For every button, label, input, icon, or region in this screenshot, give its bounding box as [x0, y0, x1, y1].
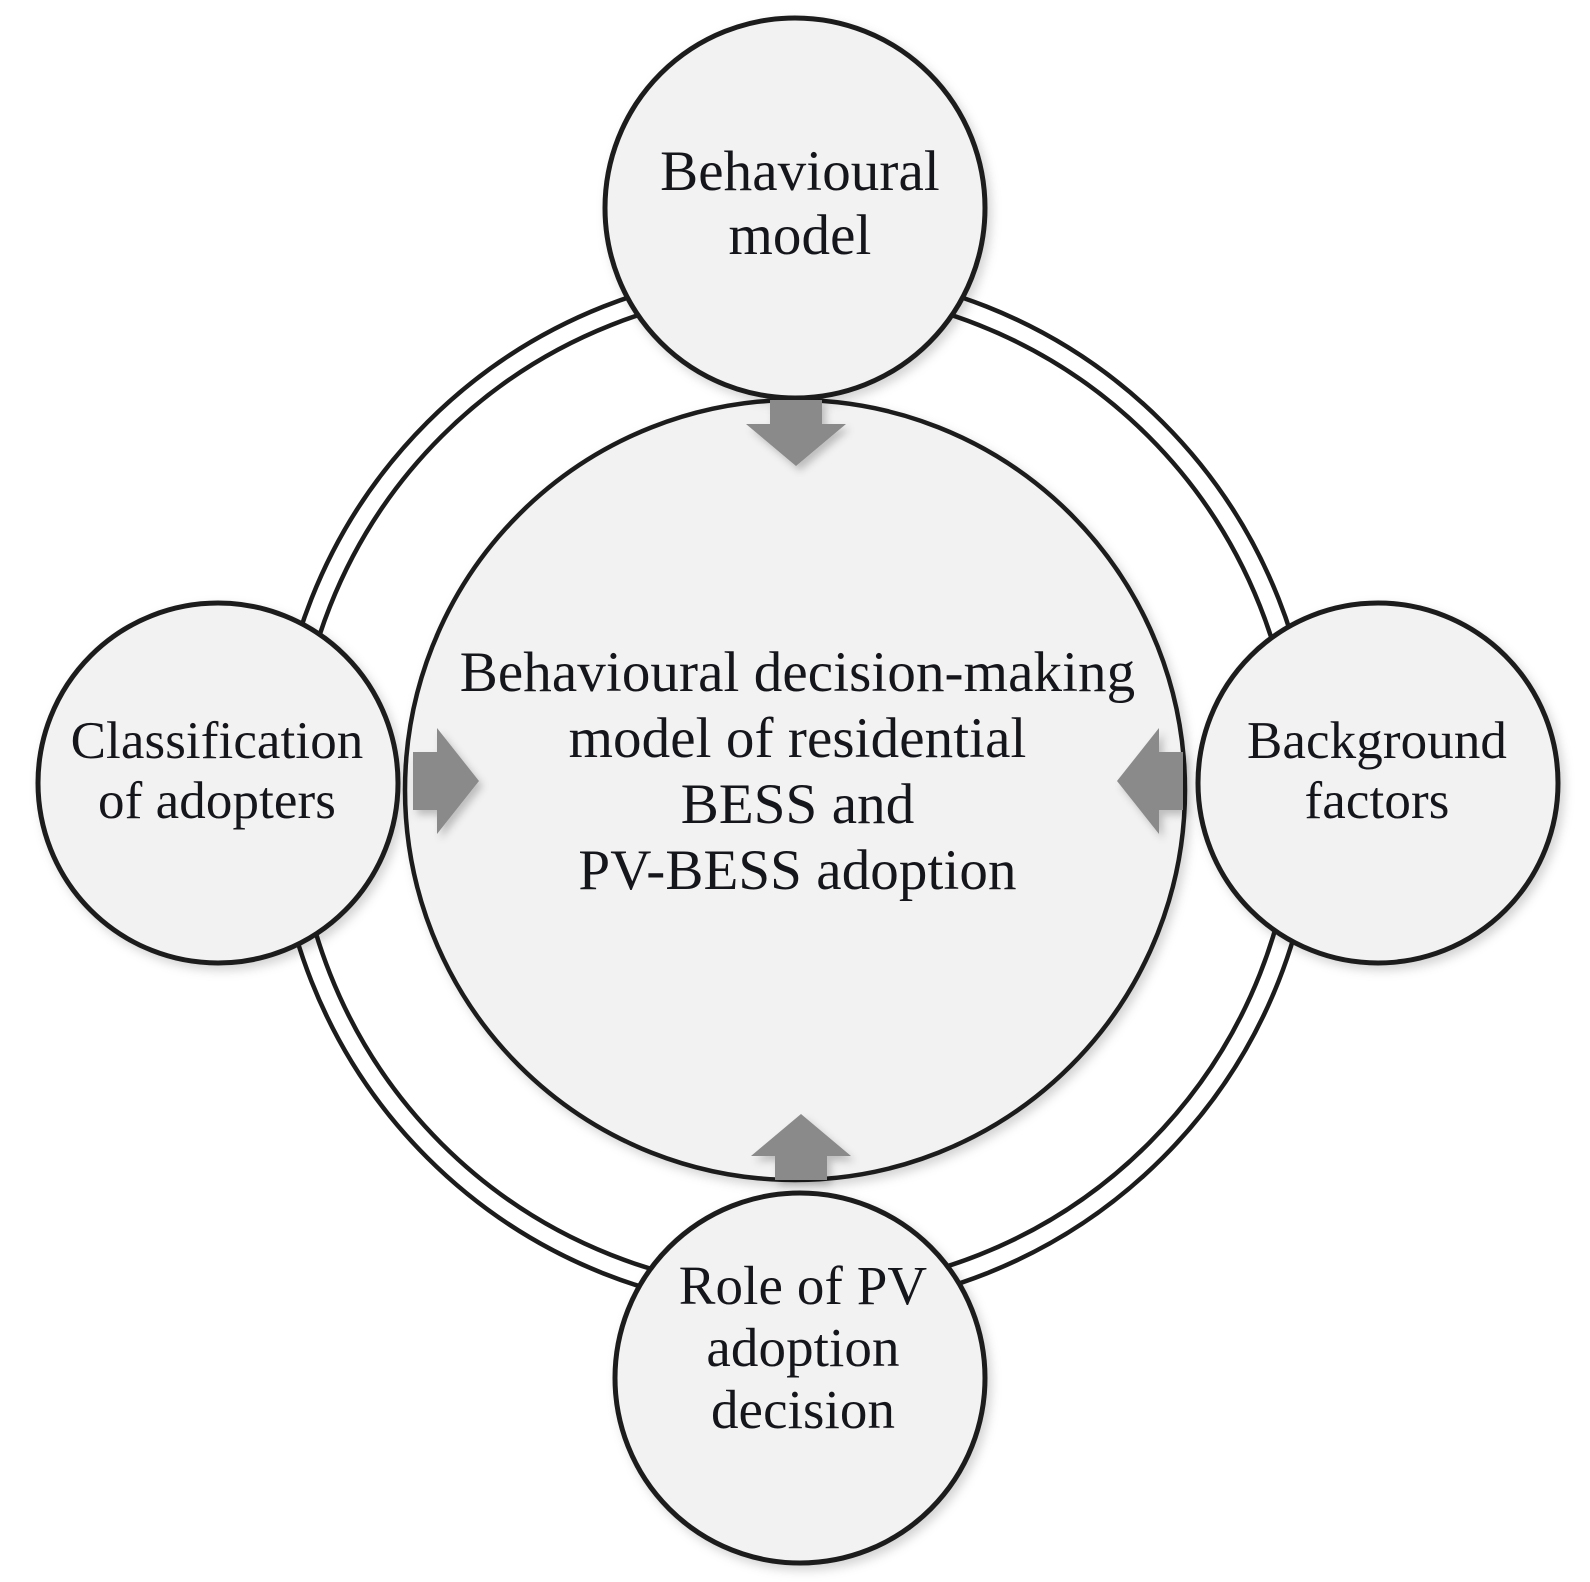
node-label-classification-of-adopters: Classification of adopters	[70, 712, 364, 830]
top-arrow-icon	[746, 400, 846, 466]
node-label-role-of-pv-adoption-decision: Role of PV adoption decision	[678, 1255, 928, 1441]
right-arrow-icon	[1117, 728, 1183, 834]
bottom-arrow-icon	[751, 1114, 851, 1180]
node-label-center-hub: Behavioural decision-making model of res…	[459, 641, 1136, 903]
node-circle-left[interactable]	[35, 600, 401, 966]
node-label-background-factors: Background factors	[1246, 712, 1508, 830]
node-label-behavioural-model: Behavioural model	[660, 140, 940, 268]
node-circle-bottom[interactable]	[612, 1190, 988, 1566]
node-circle-right[interactable]	[1195, 600, 1561, 966]
left-arrow-icon	[413, 728, 479, 834]
node-circle-top[interactable]	[602, 15, 988, 401]
